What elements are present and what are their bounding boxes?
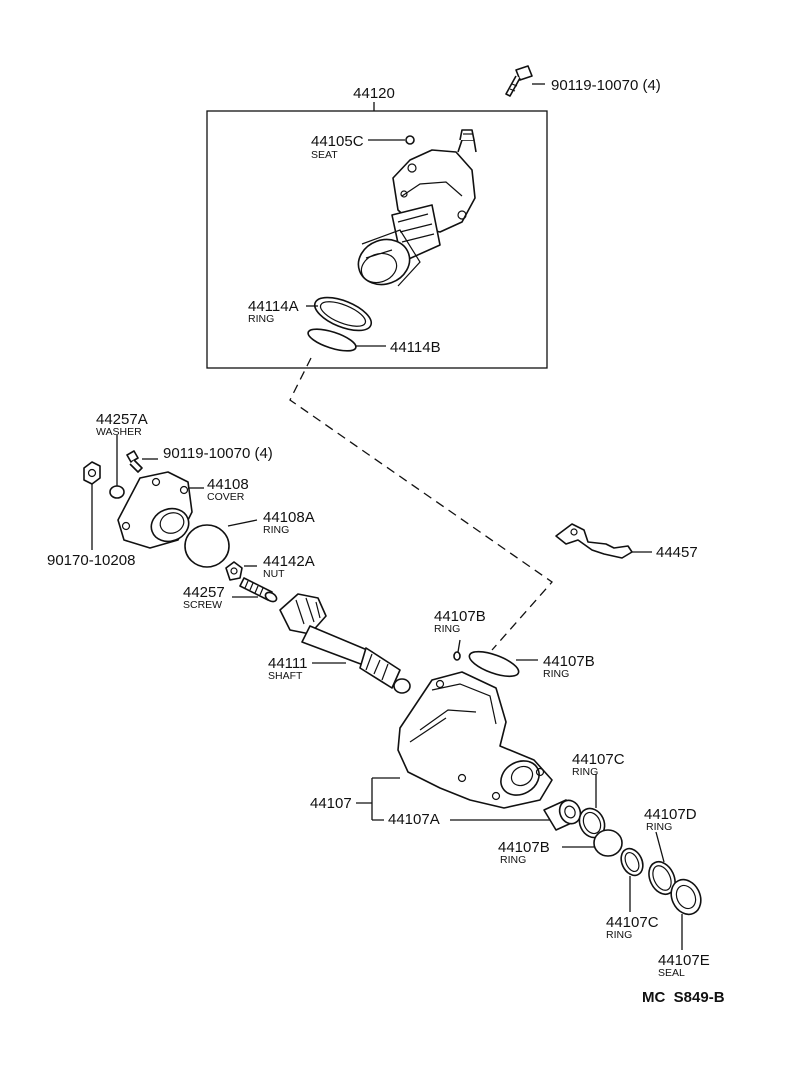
cover-44108: [117, 471, 193, 549]
label-44107b-low: 44107B: [498, 839, 550, 856]
leader-44108a: [227, 519, 258, 527]
washer-44257a: [109, 485, 125, 499]
ring-44114a: [313, 296, 373, 332]
label-44114b: 44114B: [390, 339, 441, 356]
label-44107b-small-name: RING: [434, 623, 460, 635]
label-44107b-small: 44107B: [434, 608, 486, 625]
seat-44105c: [405, 135, 415, 145]
label-44107c-low: 44107C: [606, 914, 659, 931]
label-44107c-top: 44107C: [572, 751, 625, 768]
ring-44107b-low: [593, 829, 623, 857]
label-44107d: 44107D: [644, 806, 697, 823]
assembly-box-44120: [206, 110, 548, 369]
label-44111-name: SHAFT: [268, 670, 303, 682]
screw-44257: [239, 577, 278, 603]
label-44107a: 44107A: [388, 811, 440, 828]
label-44107e-name: SEAL: [658, 967, 685, 979]
label-44108-name: COVER: [207, 491, 245, 503]
ring-44107c-low: [620, 847, 644, 877]
label-44107: 44107: [310, 795, 352, 812]
label-44105c-name: SEAT: [311, 149, 338, 161]
label-44108: 44108: [207, 476, 249, 493]
nut-44142a: [225, 561, 243, 581]
label-44107b-big: 44107B: [543, 653, 595, 670]
label-44105c: 44105C: [311, 133, 364, 150]
gear-housing-44107: [397, 671, 553, 809]
bolt-left: [126, 450, 143, 473]
label-44120: 44120: [353, 85, 395, 102]
valve-body-assembly: [357, 129, 477, 287]
label-44107c-top-name: RING: [572, 766, 598, 778]
label-44114a-name: RING: [248, 313, 274, 325]
label-44108a: 44108A: [263, 509, 315, 526]
bolt-top: [505, 65, 533, 97]
label-44257: 44257: [183, 584, 225, 601]
label-44108a-name: RING: [263, 524, 289, 536]
label-90119-left: 90119-10070 (4): [163, 445, 273, 462]
ring-44107d: [648, 860, 676, 896]
label-44257-name: SCREW: [183, 599, 222, 611]
label-44107d-name: RING: [646, 821, 672, 833]
ring-44107b-small: [453, 651, 461, 661]
label-44257a: 44257A: [96, 411, 148, 428]
label-44114a: 44114A: [248, 298, 299, 315]
nut-90170: [83, 461, 101, 485]
label-44142a: 44142A: [263, 553, 315, 570]
label-44111: 44111: [268, 655, 308, 672]
label-44257a-name: WASHER: [96, 426, 142, 438]
bracket-44457: [555, 523, 633, 559]
label-44107b-big-name: RING: [543, 668, 569, 680]
o-ring-44114b: [307, 328, 357, 352]
label-90119-top: 90119-10070 (4): [551, 77, 661, 94]
label-44107c-low-name: RING: [606, 929, 632, 941]
leader-44107d: [655, 831, 665, 863]
ring-44107b-big: [468, 650, 520, 678]
leader-44107-bracket: [356, 777, 400, 821]
label-44107e: 44107E: [658, 952, 710, 969]
label-90170: 90170-10208: [47, 552, 135, 569]
dashed-connection: [289, 357, 553, 651]
label-44457: 44457: [656, 544, 698, 561]
bearing-44107a: [543, 799, 582, 831]
leader-44107b-small: [457, 639, 461, 653]
ring-44108a: [184, 524, 230, 568]
reference-code: MC S849-B: [642, 989, 725, 1006]
shaft-44111: [279, 593, 411, 694]
label-44107b-low-name: RING: [500, 854, 526, 866]
label-44142a-name: NUT: [263, 568, 285, 580]
